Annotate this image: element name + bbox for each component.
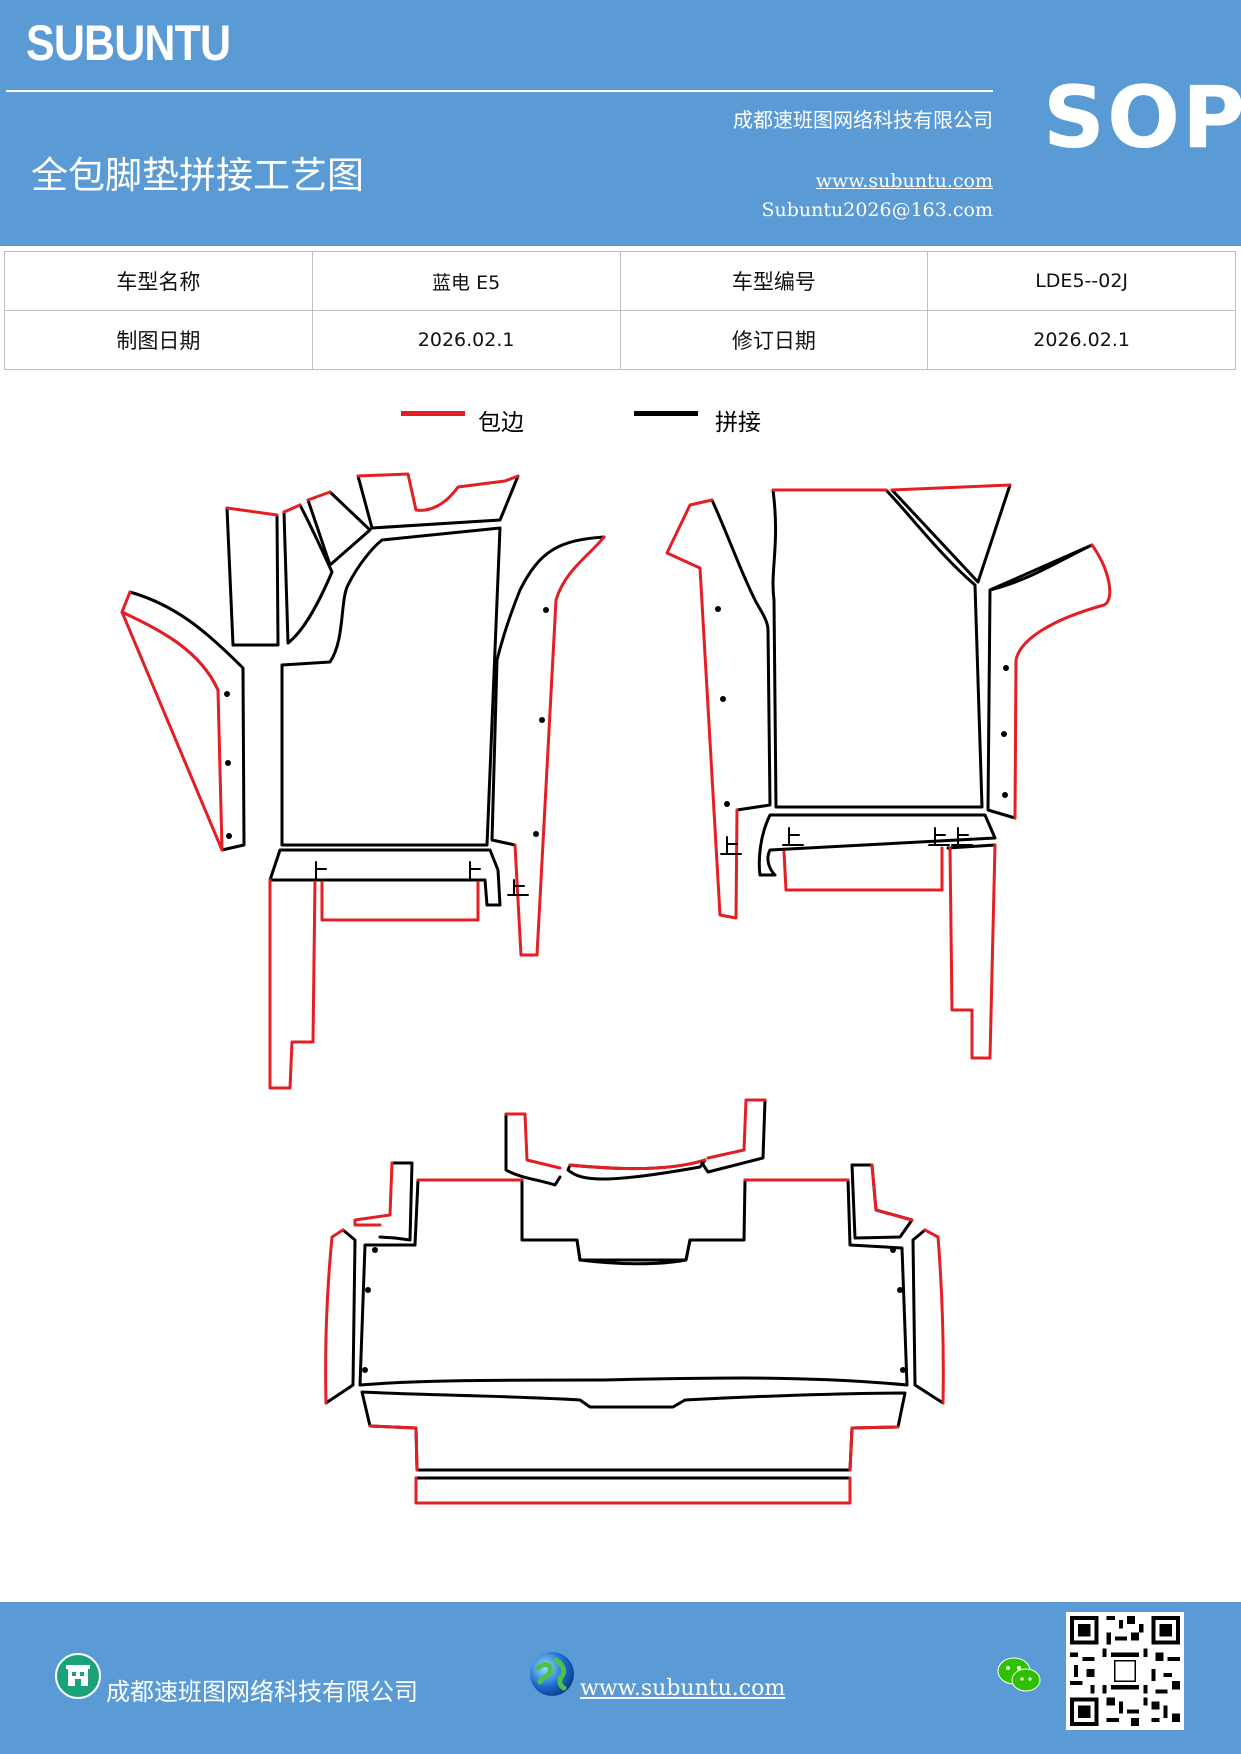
mat-piece <box>504 1112 562 1187</box>
mat-piece <box>356 472 520 530</box>
mat-piece <box>358 1178 909 1387</box>
mat-piece <box>120 590 246 852</box>
mat-piece <box>757 813 997 877</box>
mat-piece <box>268 878 317 1090</box>
page-title: 全包脚垫拼接工艺图 <box>31 154 364 197</box>
header-email: Subuntu2026@163.com <box>761 199 993 221</box>
mat-piece <box>280 526 502 847</box>
mat-piece <box>360 1390 907 1472</box>
footer-company: 成都速班图网络科技有限公司 <box>106 1678 418 1706</box>
drawing-date-label: 制图日期 <box>4 310 313 370</box>
mat-piece <box>490 535 606 957</box>
mat-piece <box>324 1228 357 1405</box>
info-table: 车型名称 蓝电 E5 车型编号 LDE5--02J 制图日期 2026.02.1… <box>4 251 1236 370</box>
mat-piece <box>782 846 944 892</box>
front-right-mat-group <box>665 483 1112 1060</box>
legend-edging-label: 包边 <box>478 410 524 436</box>
front-left-mat-group <box>120 472 606 1090</box>
stitch-dots <box>362 1247 906 1373</box>
legend-splice-line <box>634 411 698 416</box>
mat-piece <box>320 878 480 922</box>
sop-badge: SOP <box>1043 68 1241 168</box>
mat-piece <box>282 503 334 645</box>
splice-marks <box>720 827 973 855</box>
building-icon <box>55 1653 101 1699</box>
stitch-dots <box>715 606 1009 807</box>
revision-date-value: 2026.02.1 <box>927 310 1236 370</box>
mat-piece <box>414 1476 852 1505</box>
header-website-link[interactable]: www.subuntu.com <box>815 170 993 192</box>
mat-piece <box>986 543 1112 820</box>
mat-piece <box>850 1163 914 1240</box>
header-banner: SUBUNTU 成都速班图网络科技有限公司 全包脚垫拼接工艺图 www.subu… <box>0 0 1241 246</box>
mat-piece <box>268 848 502 907</box>
model-code-value: LDE5--02J <box>927 251 1236 311</box>
mat-piece <box>700 1098 767 1174</box>
globe-icon <box>530 1652 574 1696</box>
mat-piece <box>890 483 1012 584</box>
mat-piece <box>353 1161 414 1242</box>
splice-marks <box>309 861 529 896</box>
legend-edging-line <box>401 411 465 416</box>
wechat-icon[interactable] <box>996 1654 1042 1696</box>
mat-piece <box>306 490 372 567</box>
header-company: 成都速班图网络科技有限公司 <box>733 108 993 132</box>
rear-mat-group <box>324 1098 945 1505</box>
mat-piece <box>771 488 984 809</box>
mat-piece <box>665 498 772 920</box>
header-divider <box>6 90 993 92</box>
mat-piece <box>225 506 280 647</box>
qr-code <box>1066 1612 1184 1730</box>
legend-splice-label: 拼接 <box>715 410 761 436</box>
footer-banner: 成都速班图网络科技有限公司 www.subuntu.com <box>0 1602 1241 1754</box>
model-code-label: 车型编号 <box>619 251 929 311</box>
model-name-value: 蓝电 E5 <box>311 251 621 311</box>
mat-piece <box>566 1158 707 1181</box>
mat-piece <box>911 1228 945 1405</box>
stitch-dots <box>224 607 549 839</box>
drawing-date-value: 2026.02.1 <box>311 310 621 370</box>
mat-splice-diagram <box>120 472 1112 1505</box>
model-name-label: 车型名称 <box>4 251 313 311</box>
table-row: 车型名称 蓝电 E5 车型编号 LDE5--02J <box>4 251 1236 311</box>
table-row: 制图日期 2026.02.1 修订日期 2026.02.1 <box>4 310 1236 370</box>
mat-piece <box>946 843 997 1060</box>
footer-website-link[interactable]: www.subuntu.com <box>580 1676 786 1701</box>
revision-date-label: 修订日期 <box>619 310 929 370</box>
brand-logo: SUBUNTU <box>26 15 231 71</box>
